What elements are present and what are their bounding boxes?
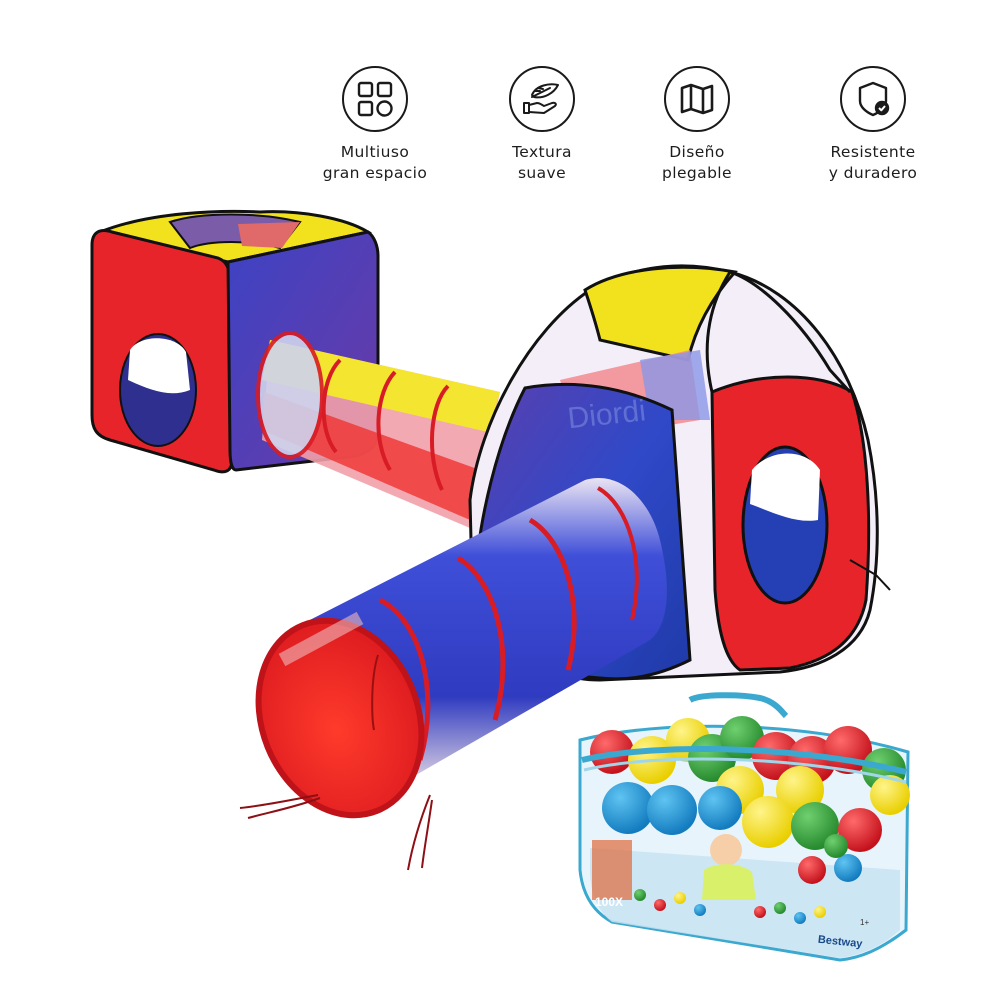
brand-label: Bestway: [817, 934, 864, 951]
shield-check-icon: [840, 66, 906, 132]
folded-map-icon: [664, 66, 730, 132]
back-tunnel: [256, 331, 500, 528]
balls: [590, 716, 910, 852]
grid-shapes-icon: [342, 66, 408, 132]
child-photo: [710, 834, 742, 866]
watermark-text: Diordi: [566, 394, 647, 435]
front-tunnel: [239, 478, 667, 871]
ball-bag: 100X Bestway 1+: [578, 692, 910, 962]
age-label: 1+: [860, 918, 869, 927]
ball-count-label: 100X: [595, 895, 623, 909]
hand-feather-icon: [509, 66, 575, 132]
